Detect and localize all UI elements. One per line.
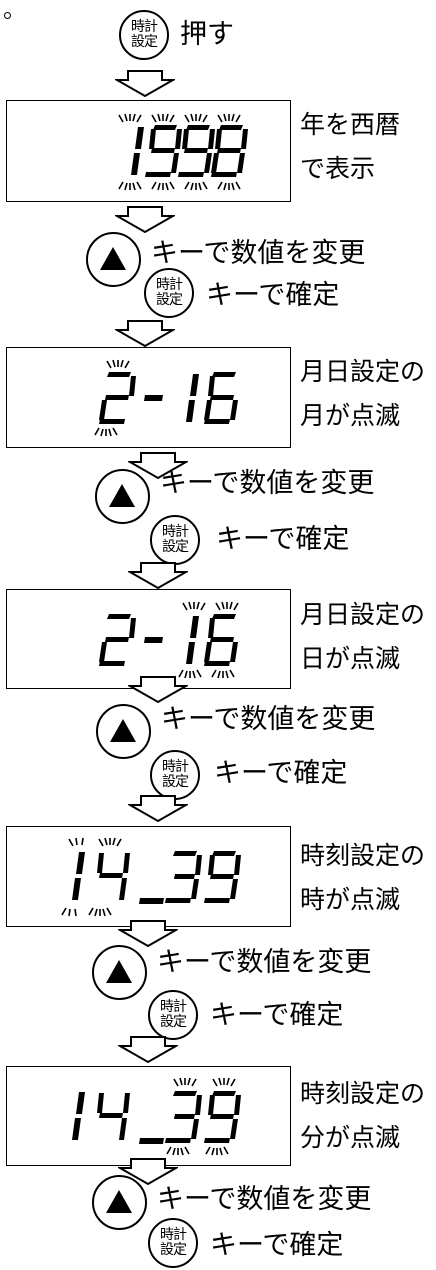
clock-set-button-icon: 時計設定 [148, 990, 198, 1040]
step-1-description: 年を西暦 で表示 [300, 110, 401, 183]
down-arrow-icon [128, 452, 188, 480]
seven-segment-display [99, 601, 239, 679]
display-panel-minute [6, 1066, 291, 1166]
clock-set-button-icon: 時計設定 [150, 750, 200, 800]
seven-segment-display [118, 113, 248, 191]
instruction-change-value: キーで数値を変更 [157, 1184, 372, 1215]
display-panel-month [6, 347, 291, 448]
up-key-icon [95, 469, 150, 524]
down-arrow-icon [118, 1158, 178, 1186]
up-key-icon [96, 704, 151, 759]
display-panel-hour [6, 826, 291, 927]
clock-set-button-icon: 時計 設定 [119, 10, 169, 60]
up-key-icon [92, 945, 147, 1000]
down-arrow-icon [128, 562, 188, 590]
down-arrow-icon [115, 70, 175, 98]
down-arrow-icon [118, 1036, 178, 1064]
step-4-description: 時刻設定の 時が点滅 [300, 841, 426, 914]
step-2-description: 月日設定の 月が点滅 [300, 357, 426, 430]
step-3-description: 月日設定の 日が点滅 [300, 600, 426, 673]
clock-set-button-icon: 時計設定 [150, 515, 200, 565]
instruction-change-value: キーで数値を変更 [161, 704, 376, 735]
down-arrow-icon [128, 676, 188, 704]
display-panel-day [6, 589, 291, 689]
display-panel-year [6, 100, 291, 202]
instruction-confirm: キーで確定 [210, 1230, 344, 1261]
down-arrow-icon [128, 795, 188, 823]
down-arrow-icon [118, 920, 178, 948]
instruction-change-value: キーで数値を変更 [151, 238, 366, 269]
clock-set-button-icon: 時計設定 [144, 268, 194, 318]
bullet-mark [4, 12, 11, 19]
instruction-confirm: キーで確定 [214, 758, 348, 789]
down-arrow-icon [115, 320, 175, 348]
step-5-description: 時刻設定の 分が点滅 [300, 1079, 426, 1152]
up-key-icon [92, 1175, 147, 1230]
seven-segment-display [94, 359, 238, 437]
seven-segment-display [72, 1077, 241, 1156]
down-arrow-icon [115, 206, 175, 234]
instruction-change-value: キーで数値を変更 [160, 468, 375, 499]
seven-segment-display [61, 837, 241, 917]
instruction-confirm: キーで確定 [206, 280, 340, 311]
start-instruction: 押す [180, 19, 234, 50]
instruction-confirm: キーで確定 [210, 1000, 344, 1031]
clock-set-button-icon: 時計設定 [148, 1218, 198, 1268]
instruction-confirm: キーで確定 [216, 524, 350, 555]
instruction-change-value: キーで数値を変更 [157, 947, 372, 978]
up-key-icon [86, 232, 141, 287]
